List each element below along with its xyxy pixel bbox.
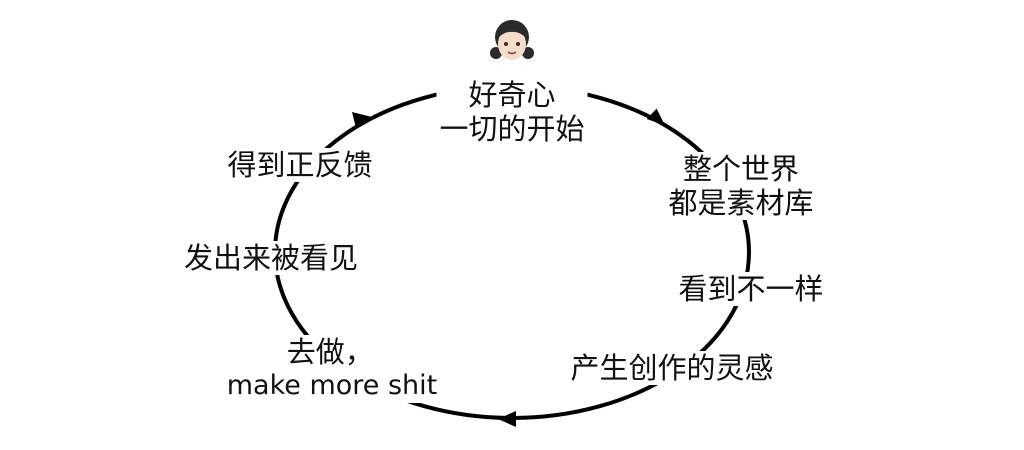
node-text: 得到正反馈 (227, 148, 373, 182)
node-text: 都是素材库 (668, 186, 814, 220)
girl-emoji-icon (490, 20, 534, 60)
node-text: 好奇心 (468, 78, 556, 112)
node-text: 产生创作的灵感 (570, 351, 774, 385)
arrowhead-top-left (352, 112, 372, 128)
arrowhead-top-right (646, 108, 665, 126)
arrowhead-bottom (498, 411, 516, 427)
node-curiosity: 好奇心 一切的开始 (436, 78, 588, 146)
node-text: 一切的开始 (439, 112, 585, 146)
node-inspiration: 产生创作的灵感 (567, 351, 777, 385)
node-text: make more shit (226, 370, 438, 401)
node-feedback: 得到正反馈 (224, 148, 376, 182)
node-text: 整个世界 (682, 152, 800, 186)
node-see-different: 看到不一样 (675, 272, 827, 306)
node-text: 看到不一样 (678, 272, 824, 306)
node-publish: 发出来被看见 (180, 241, 362, 275)
node-text: 去做， (286, 335, 374, 369)
node-do: 去做， make more shit (223, 335, 441, 403)
node-world: 整个世界 都是素材库 (665, 152, 817, 220)
node-text: 发出来被看见 (183, 241, 359, 275)
